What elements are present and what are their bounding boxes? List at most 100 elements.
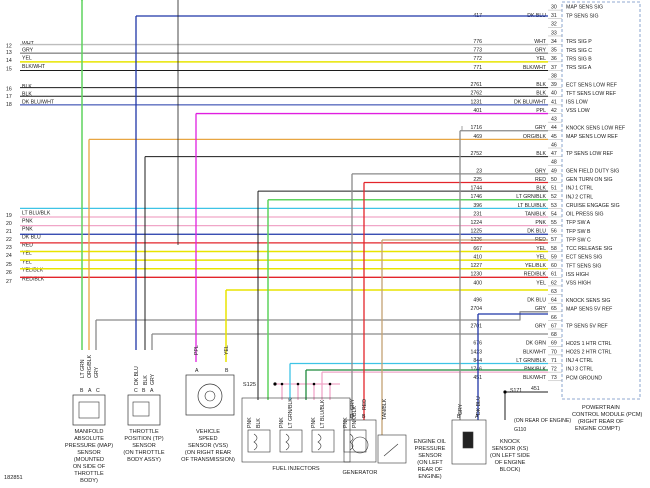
pin-function: KNOCK SENS LOW REF xyxy=(566,125,625,131)
left-pin-number: 26 xyxy=(6,270,12,276)
tps-pin: C xyxy=(134,388,138,394)
pin-number: 49 xyxy=(551,168,557,174)
pin-wire-color: BLK/WHT xyxy=(523,375,547,381)
pin-function: ISS HIGH xyxy=(566,272,589,278)
pin-number: 43 xyxy=(551,117,557,123)
knock-sensor-icon xyxy=(462,431,474,449)
pin-number: 46 xyxy=(551,142,557,148)
component-label: REAR OF xyxy=(418,467,443,473)
pin-function: ISS LOW xyxy=(566,100,588,106)
tps-wire-label: GRY xyxy=(150,373,156,385)
pin-wire-color: LT GRN/BLK xyxy=(516,194,546,200)
splice-dot xyxy=(273,382,277,386)
pin-function: VSS LOW xyxy=(566,108,590,114)
pin-circuit: 1231 xyxy=(470,99,482,105)
left-pin-number: 13 xyxy=(6,50,12,56)
pin-function: CRUISE ENGAGE SIG xyxy=(566,203,620,209)
left-pin-number: 12 xyxy=(6,44,12,50)
pin-circuit: 1716 xyxy=(470,125,482,131)
left-pin-number: 25 xyxy=(6,262,12,268)
pin-function: GEN FIELD DUTY SIG xyxy=(566,168,619,174)
splice-s125: S125 xyxy=(243,382,256,388)
pcm-label-line1: POWERTRAIN xyxy=(582,405,620,411)
pin-circuit: 2752 xyxy=(470,151,482,157)
pin-number: 59 xyxy=(551,254,557,260)
pin-circuit: 1225 xyxy=(470,229,482,235)
pin-function: OIL PRESS SIG xyxy=(566,212,604,218)
component-label: ON SIDE OF xyxy=(73,464,106,470)
left-pin-color: PNK xyxy=(22,219,33,225)
pin-number: 63 xyxy=(551,289,557,295)
component-label: BLOCK) xyxy=(500,467,521,473)
pin-circuit: 773 xyxy=(473,48,482,54)
component-label: OF ENGINE xyxy=(495,460,526,466)
pin-circuit: 2761 xyxy=(470,82,482,88)
pin-wire-color: PNK xyxy=(535,220,546,226)
pin-wire-color: PPL xyxy=(536,108,546,114)
pin-wire-color: YEL xyxy=(536,56,546,62)
wire-harness xyxy=(20,0,548,435)
pin-number: 40 xyxy=(551,91,557,97)
tps-body xyxy=(127,394,161,426)
pin-wire-color: GRY xyxy=(535,48,547,54)
left-pin-number: 23 xyxy=(6,245,12,251)
generator-pin: D xyxy=(350,414,354,420)
injector-wire-label: BLK xyxy=(256,418,262,428)
pin-number: 64 xyxy=(551,298,557,304)
generator-body xyxy=(343,419,377,463)
left-pin-color: BLK xyxy=(22,84,32,90)
map-pin: A xyxy=(88,388,92,394)
left-pin-number: 14 xyxy=(6,58,12,64)
left-pin-color: RED xyxy=(22,243,33,249)
component-label: SENSOR xyxy=(418,453,442,459)
pin-function: TFP SW B xyxy=(566,229,591,235)
pin-wire-color: RED xyxy=(535,177,546,183)
left-pin-number: 15 xyxy=(6,67,12,73)
component-label: OF TRANSMISSION) xyxy=(181,457,235,463)
pin-number: 47 xyxy=(551,151,557,157)
pin-wire-color: BLK xyxy=(536,151,546,157)
pin-wire-color: BLK/WHT xyxy=(523,65,547,71)
pin-function: TP SENS 5V REF xyxy=(566,324,608,330)
map-sensor-icon xyxy=(78,401,100,419)
pin-number: 45 xyxy=(551,134,557,140)
tps-wire-label: DK BLU xyxy=(134,366,140,385)
component-label: PRESSURE xyxy=(415,446,446,452)
pin-wire-color: GRY xyxy=(535,306,547,312)
generator-pin: B xyxy=(362,414,366,420)
injector-coil xyxy=(253,433,258,451)
pin-function: MAP SENS SIG xyxy=(566,5,603,11)
tps-pin: A xyxy=(150,388,154,394)
pin-circuit: 771 xyxy=(473,65,482,71)
pin-number: 48 xyxy=(551,160,557,166)
pin-wire-color: DK BLU xyxy=(527,298,546,304)
pin-number: 38 xyxy=(551,73,557,79)
pin-wire-color: BLK/WHT xyxy=(523,349,547,355)
pin-number: 72 xyxy=(551,367,557,373)
pin-wire-color: LT GRN/BLK xyxy=(516,358,546,364)
left-pin-color: YEL/BLK xyxy=(22,268,44,274)
splice-dot xyxy=(296,382,300,386)
injector xyxy=(311,429,335,453)
pin-circuit: 667 xyxy=(473,246,482,252)
pin-circuit: 772 xyxy=(473,56,482,62)
component-label: MANIFOLD xyxy=(75,429,104,435)
left-pin-number: 27 xyxy=(6,279,12,285)
pin-number: 73 xyxy=(551,375,557,381)
pin-function: ECT SENS SIG xyxy=(566,255,602,261)
splice-dot xyxy=(280,382,284,386)
pcm-outline xyxy=(561,1,641,400)
pin-function: TRS SIG P xyxy=(566,39,592,45)
pin-function: TFP SW C xyxy=(566,237,591,243)
pin-wire-color: BLK xyxy=(536,82,546,88)
pin-function: INJ 2 CTRL xyxy=(566,194,593,200)
pin-wire-color: YEL/BLK xyxy=(525,263,547,269)
component-label: SENSOR xyxy=(132,443,156,449)
ground-circuit: 451 xyxy=(531,386,540,392)
component-label: (ON LEFT xyxy=(417,460,443,466)
component-label: ENGINE) xyxy=(418,474,441,480)
pin-number: 53 xyxy=(551,203,557,209)
pin-number: 30 xyxy=(551,5,557,11)
